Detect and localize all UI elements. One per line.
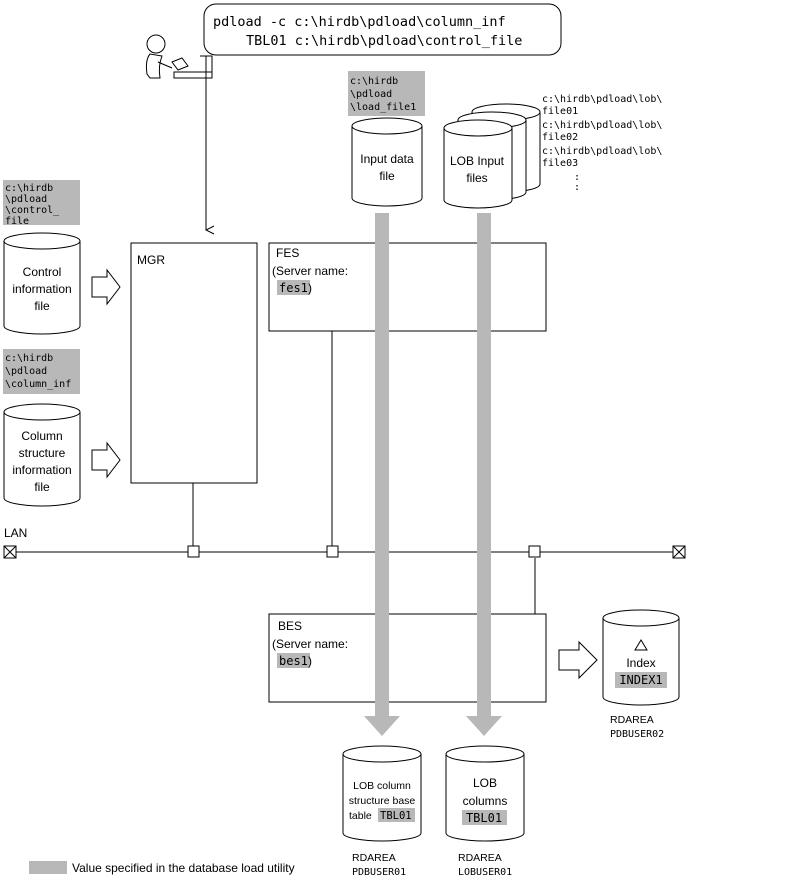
svg-text:c:\hirdb\pdload\lob\: c:\hirdb\pdload\lob\ (542, 120, 662, 131)
svg-text:\pdload: \pdload (5, 366, 47, 377)
fes-server-name: fes1 (279, 281, 308, 295)
lob-base-table-cylinder: LOB column structure base table TBL01 (342, 745, 422, 842)
bes-server-name: bes1 (279, 654, 308, 668)
svg-text:file: file (34, 480, 50, 494)
svg-text:structure: structure (19, 446, 66, 460)
svg-text:\load_file1: \load_file1 (350, 102, 416, 113)
svg-text:): ) (308, 281, 312, 295)
svg-text:files: files (466, 171, 487, 185)
column-structure-file-cylinder: Column structure information file (3, 403, 81, 507)
legend: Value specified in the database load uti… (29, 861, 295, 875)
control-to-mgr-arrow (91, 268, 121, 306)
svg-text:file02: file02 (542, 132, 578, 143)
operator-icon (145, 34, 213, 79)
legend-swatch (29, 861, 67, 874)
svg-text:structure base: structure base (349, 795, 416, 807)
column-to-mgr-arrow (91, 441, 121, 479)
svg-text:LOB: LOB (473, 776, 497, 790)
bes-server-box: BES (Server name: bes1 ) (268, 613, 547, 703)
lob-input-files-cylinders: LOB Input files (443, 103, 541, 209)
svg-text:file: file (379, 169, 395, 183)
index-rdarea-name: PDBUSER02 (610, 729, 664, 740)
svg-text:Index: Index (626, 656, 655, 670)
base-rdarea-label: RDAREA (352, 852, 396, 864)
svg-text:file01: file01 (542, 106, 578, 117)
index-rdarea-label: RDAREA (610, 714, 654, 726)
legend-text: Value specified in the database load uti… (72, 861, 295, 875)
svg-text:\pdload: \pdload (350, 89, 392, 100)
input-data-flow-arrow (364, 213, 400, 736)
command-line-2: TBL01 c:\hirdb\pdload\control_file (246, 33, 522, 49)
svg-text:c:\hirdb\pdload\lob\: c:\hirdb\pdload\lob\ (542, 146, 662, 157)
index-cylinder: Index INDEX1 (602, 609, 680, 706)
svg-text:columns: columns (463, 794, 508, 808)
lan-bus: LAN (3, 526, 686, 559)
control-file-path: c:\hirdb \pdload \control_ file (3, 180, 80, 227)
command-line-1: pdload -c c:\hirdb\pdload\column_inf (213, 14, 506, 30)
base-rdarea-name: PDBUSER01 (352, 867, 406, 878)
lob-columns-table-name: TBL01 (466, 811, 502, 825)
svg-text:c:\hirdb: c:\hirdb (5, 183, 53, 194)
command-bubble: pdload -c c:\hirdb\pdload\column_inf TBL… (203, 3, 562, 56)
svg-text:file: file (34, 299, 50, 313)
input-data-file-cylinder: Input data file (351, 117, 423, 207)
lob-columns-cylinder: LOB columns TBL01 (445, 745, 525, 842)
svg-text:BES: BES (278, 619, 302, 633)
control-information-file-cylinder: Control information file (3, 232, 81, 335)
bes-to-index-arrow (558, 640, 598, 680)
svg-text:table: table (349, 810, 372, 822)
svg-text:c:\hirdb: c:\hirdb (350, 76, 398, 87)
lob-base-table-name: TBL01 (380, 810, 412, 822)
svg-text:information: information (12, 282, 71, 296)
svg-text:information: information (12, 463, 71, 477)
svg-text:\pdload: \pdload (5, 194, 47, 205)
load-file-path: c:\hirdb \pdload \load_file1 (348, 71, 425, 116)
svg-text:LOB column: LOB column (353, 780, 411, 792)
svg-text:\column_inf: \column_inf (5, 379, 71, 390)
svg-text:file03: file03 (542, 158, 578, 169)
index-name: INDEX1 (619, 673, 662, 687)
lob-rdarea-name: LOBUSER01 (458, 867, 512, 878)
svg-text:\control_: \control_ (5, 205, 60, 216)
lob-files-paths: c:\hirdb\pdload\lob\ file01 c:\hirdb\pdl… (542, 94, 662, 193)
svg-text::: : (574, 172, 580, 183)
svg-text:LAN: LAN (4, 526, 27, 540)
svg-text:MGR: MGR (137, 253, 165, 267)
svg-text:c:\hirdb: c:\hirdb (5, 353, 53, 364)
svg-text:file: file (5, 216, 29, 227)
lob-input-flow-arrow (466, 213, 502, 736)
fes-server-box: FES (Server name: fes1 ) (268, 242, 547, 332)
svg-text:Input data: Input data (360, 152, 414, 166)
svg-text::: : (574, 182, 580, 193)
svg-text:FES: FES (276, 246, 299, 260)
lob-rdarea-label: RDAREA (458, 852, 502, 864)
mgr-server-box: MGR (130, 242, 258, 484)
svg-text:Control: Control (23, 265, 62, 279)
svg-text:LOB Input: LOB Input (450, 154, 505, 168)
svg-text:c:\hirdb\pdload\lob\: c:\hirdb\pdload\lob\ (542, 94, 662, 105)
svg-text:): ) (308, 654, 312, 668)
index-triangle-icon (634, 639, 648, 651)
svg-text:(Server name:: (Server name: (272, 264, 348, 278)
column-inf-path: c:\hirdb \pdload \column_inf (3, 349, 80, 394)
svg-text:(Server name:: (Server name: (272, 637, 348, 651)
svg-text:Column: Column (21, 429, 62, 443)
